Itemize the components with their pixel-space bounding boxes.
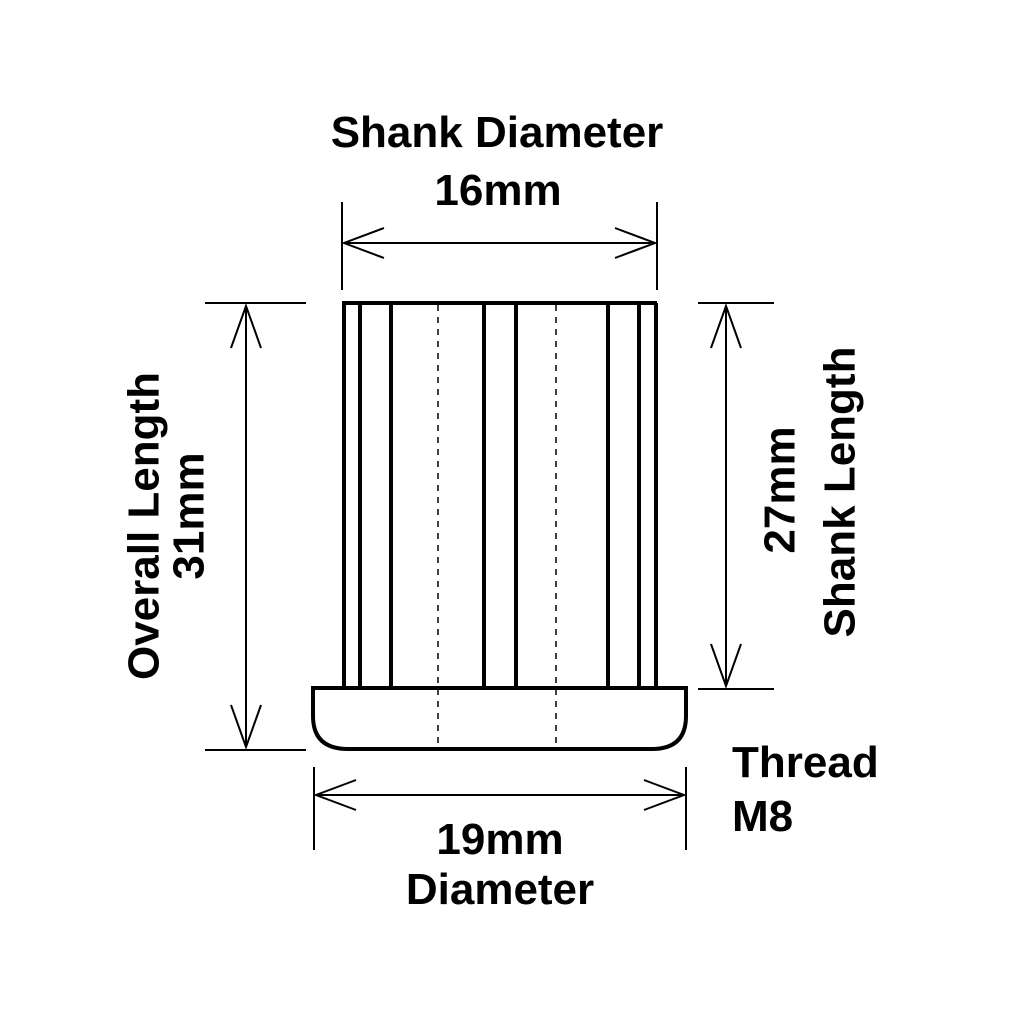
- shank-body: [342, 301, 658, 688]
- shank-length-arrow-top: [710, 303, 742, 349]
- shank-length-arrow-bottom: [710, 643, 742, 689]
- base-diameter-value: 19mm: [436, 815, 563, 864]
- overall-length-arrow-bottom: [230, 704, 262, 750]
- overall-length-title: Overall Length: [120, 372, 169, 680]
- shank-diameter-arrow-right: [614, 227, 658, 259]
- shank-diameter-title: Shank Diameter: [331, 108, 664, 157]
- shank-diameter-dimension: [341, 202, 658, 290]
- shank-length-value: 27mm: [756, 426, 805, 553]
- base-diameter-arrow-left: [313, 779, 357, 811]
- overall-length-dimension: [205, 302, 306, 751]
- overall-length-value: 31mm: [165, 452, 214, 579]
- nut-base-seat: [311, 686, 688, 751]
- shank-diameter-value: 16mm: [434, 166, 561, 215]
- base-diameter-dimension: [313, 767, 687, 850]
- base-diameter-title: Diameter: [406, 865, 594, 914]
- thread-value: M8: [732, 792, 793, 841]
- overall-length-arrow-top: [230, 303, 262, 349]
- shank-length-dimension: [698, 302, 774, 690]
- shank-length-title: Shank Length: [816, 347, 865, 638]
- base-diameter-arrow-right: [643, 779, 687, 811]
- thread-title: Thread: [732, 738, 879, 787]
- shank-diameter-arrow-left: [341, 227, 385, 259]
